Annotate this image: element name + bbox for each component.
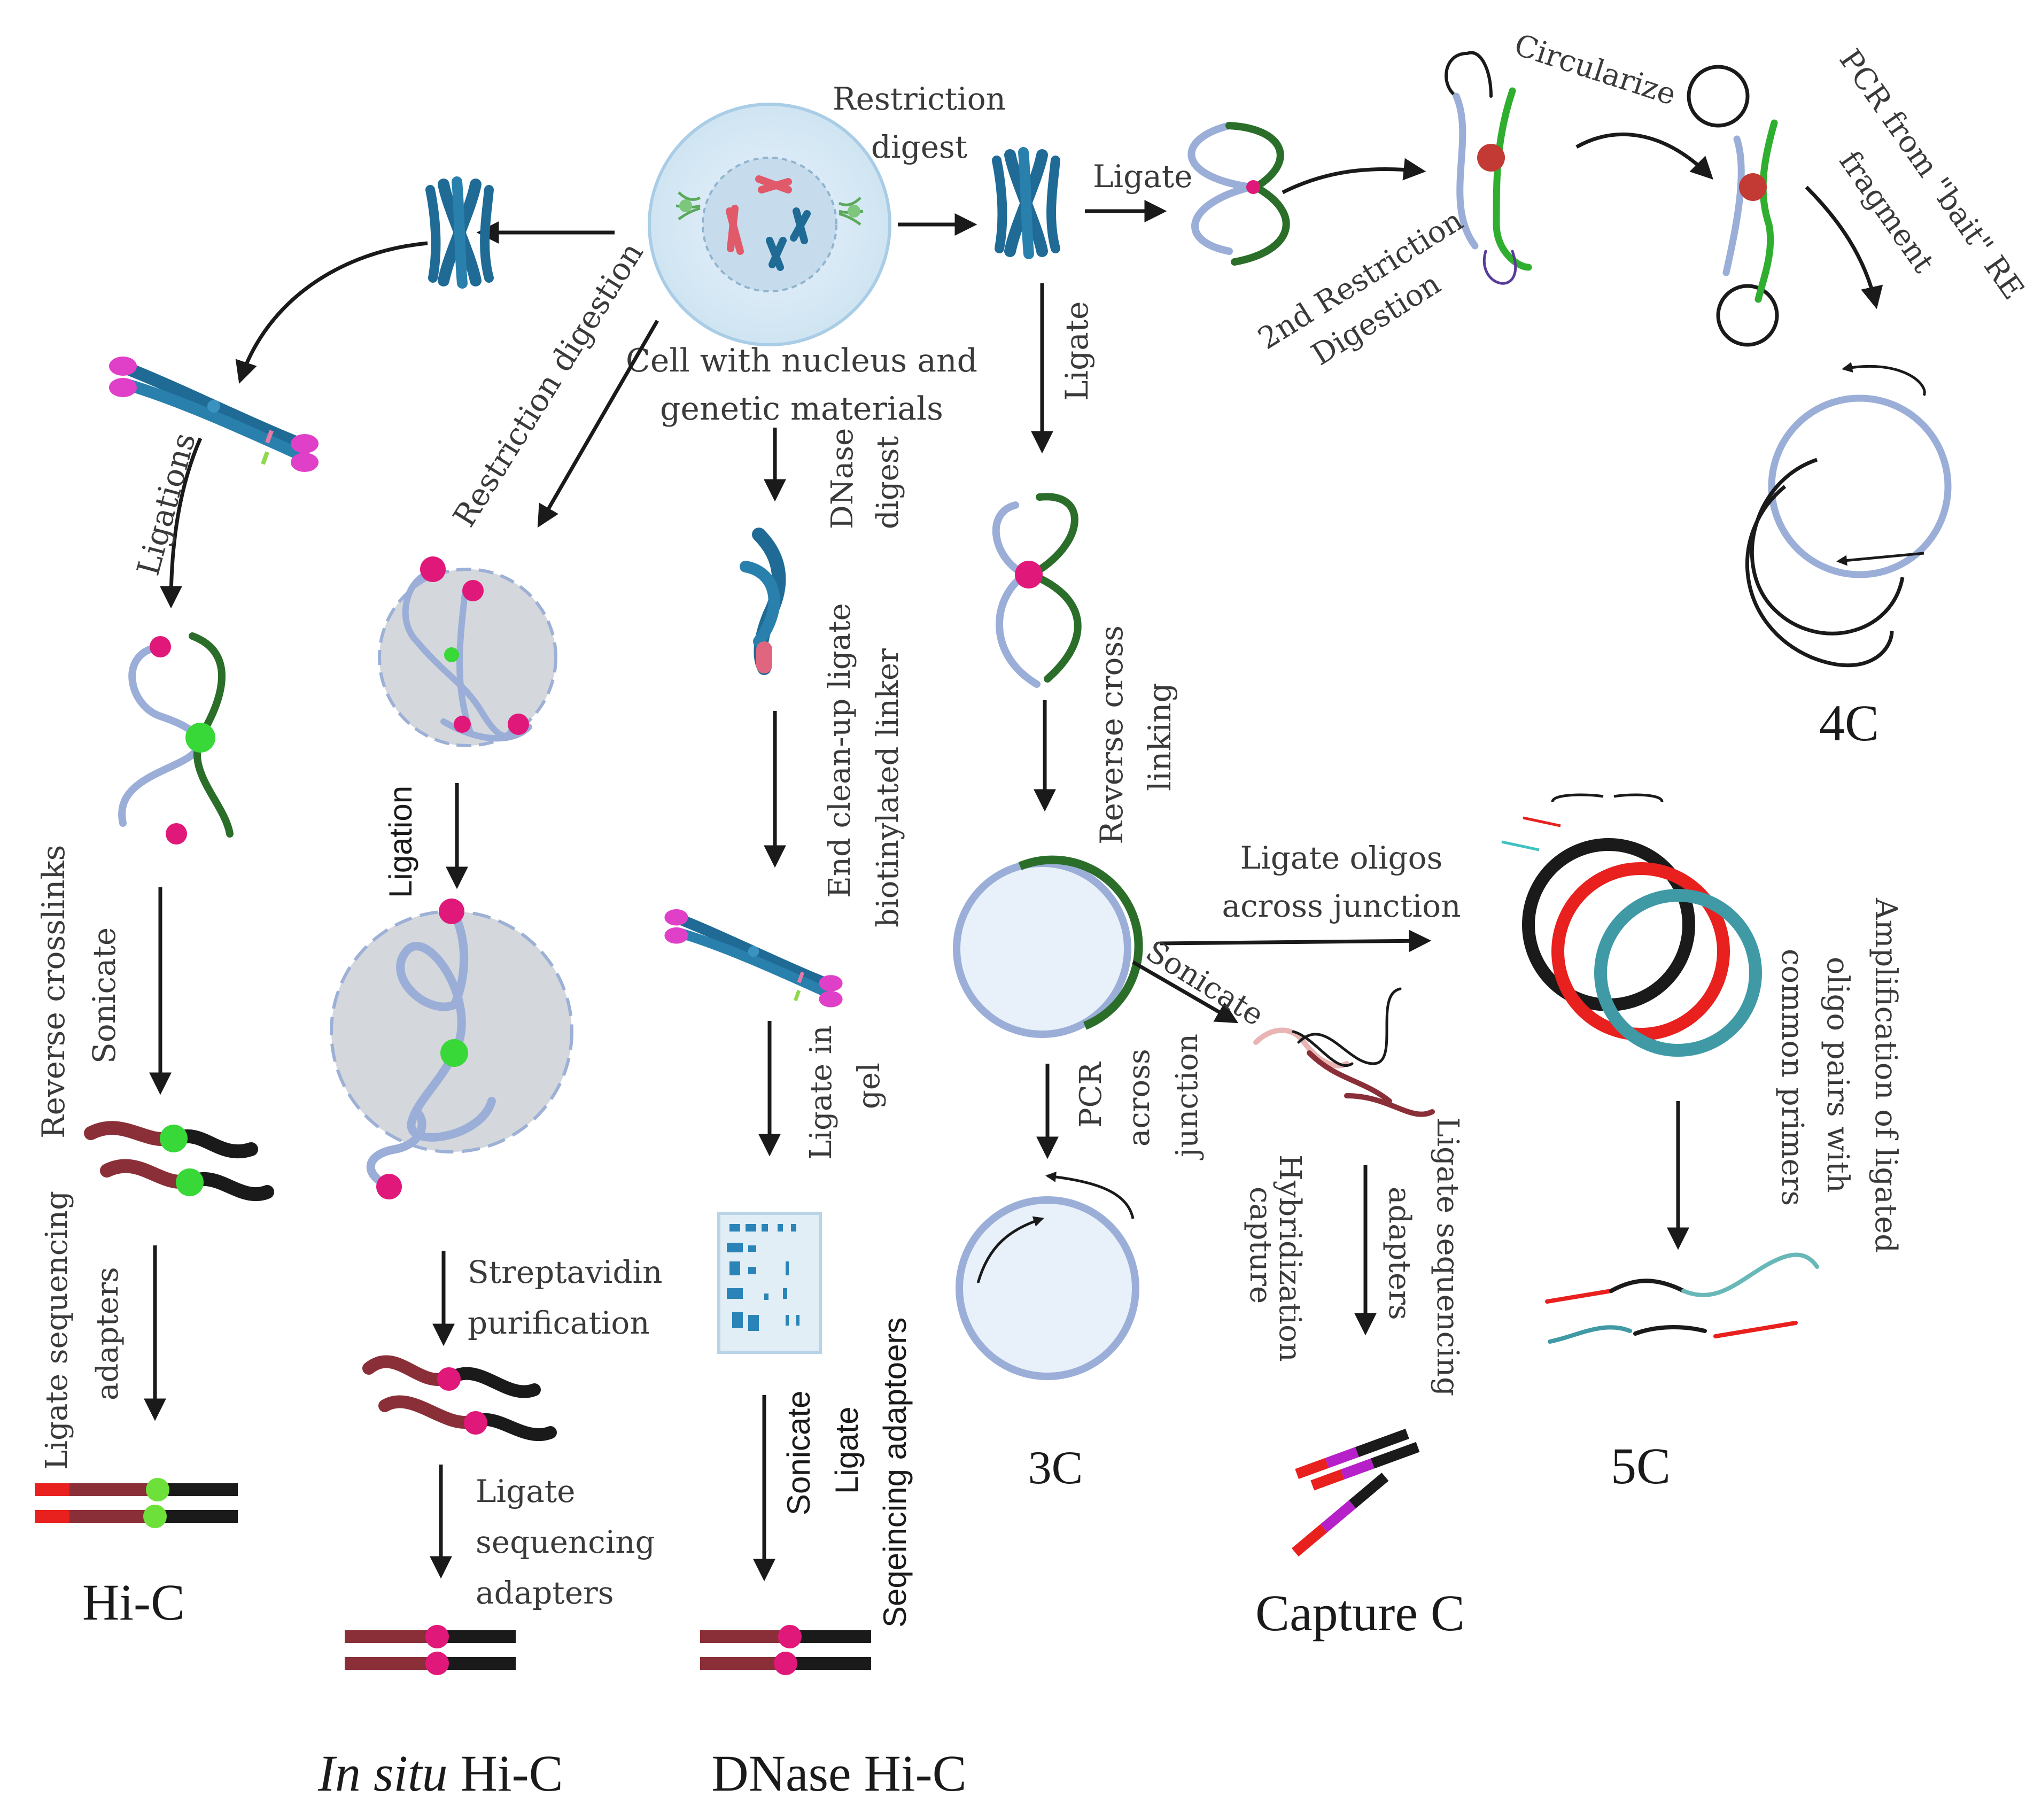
ligate-seq-cap-label-1: Ligate sequencing <box>1430 1117 1465 1396</box>
ligate-seq-cap-label-2: adapters <box>1382 1187 1417 1320</box>
end-cleanup-label-2: biotinylated linker <box>871 648 905 927</box>
method-dnase-hic: DNase Hi-C <box>711 1745 966 1802</box>
ligate-seq-hic-label-2: adapters <box>90 1267 125 1400</box>
sonicate-capture-label: Sonicate <box>1140 934 1270 1033</box>
restriction-digest-label-2: digest <box>871 129 967 165</box>
dnase-ligate-label: Ligate <box>829 1407 865 1494</box>
3c-looped-fragment <box>992 493 1082 688</box>
insitu-fragments <box>362 1355 557 1442</box>
end-cleanup-label-1: End clean-up ligate <box>822 603 857 898</box>
method-4c: 4C <box>1819 694 1879 752</box>
method-3c: 3C <box>1028 1442 1083 1494</box>
restriction-digest-label-1: Restriction <box>833 81 1006 117</box>
sonicate-hic-label: Sonicate <box>86 927 122 1064</box>
ligate-oligos-label-2: across junction <box>1222 888 1461 924</box>
chromosome-left <box>430 182 489 283</box>
reverse-crosslinks-label: Reverse crosslinks <box>35 845 72 1139</box>
hybridization-label-2: capture <box>1243 1187 1278 1304</box>
amplification-label-3: common primers <box>1775 949 1810 1206</box>
streptavidin-label-1: Streptavidin <box>468 1254 662 1290</box>
arrow-restriction-digestion <box>537 320 659 528</box>
circularize-label: Circularize <box>1510 27 1680 112</box>
second-digest-loop <box>1445 51 1532 285</box>
method-insitu: In situ Hi-C <box>317 1745 563 1802</box>
five-c-circles <box>1501 793 1762 1057</box>
cell-label-2: genetic materials <box>660 390 943 428</box>
method-capture-c: Capture C <box>1255 1584 1465 1641</box>
chromosome-hic <box>109 357 319 472</box>
ligate-oligos-label-1: Ligate oligos <box>1240 840 1443 876</box>
pcr-junction-label-2: across <box>1122 1049 1156 1147</box>
dnase-sequencing-reads <box>700 1625 871 1675</box>
dnase-chromosome-ligated <box>664 909 842 1008</box>
ligate-seq-insitu-label-3: adapters <box>476 1575 614 1611</box>
method-hic: Hi-C <box>82 1574 185 1631</box>
reverse-cross-label-2: linking <box>1142 683 1178 791</box>
method-insitu-rest: Hi-C <box>448 1745 563 1802</box>
hic-looped-fragment <box>118 632 234 845</box>
arrow-to-hic <box>235 241 428 384</box>
arrow-sonicate-capture <box>1132 960 1239 1024</box>
pcr-junction-label-3: junction <box>1170 1034 1205 1160</box>
arrow-ligate-oligos <box>1159 930 1432 952</box>
pcr-junction-label-1: PCR <box>1074 1061 1108 1128</box>
arrow-ligations <box>160 437 203 609</box>
gel-image <box>717 1212 822 1354</box>
method-5c: 5C <box>1611 1437 1671 1494</box>
arrow-to-4c <box>1805 185 1883 309</box>
3c-pcr-circle <box>956 1171 1139 1380</box>
four-c-circles <box>1745 362 1952 668</box>
reverse-cross-label-1: Reverse cross <box>1093 625 1130 845</box>
cell-nucleus <box>648 103 891 346</box>
ligations-label: Ligations <box>130 429 203 579</box>
ligation-label: Ligation <box>383 786 418 898</box>
insitu-sequencing-reads <box>345 1625 516 1675</box>
method-insitu-italic: In situ <box>317 1745 448 1802</box>
chromosome-right <box>997 152 1055 254</box>
circularized-fragment <box>1687 65 1779 347</box>
insitu-nucleus-2 <box>330 899 573 1199</box>
streptavidin-label-2: purification <box>468 1305 650 1341</box>
dnase-chromosome-fragment <box>740 528 786 675</box>
capture-reads <box>1291 1428 1420 1556</box>
hybridization-label-1: Hybridization <box>1272 1155 1307 1362</box>
arrow-circularize <box>1575 132 1713 180</box>
ligate-seq-insitu-label-2: sequencing <box>476 1524 655 1560</box>
hic-fragments <box>84 1121 274 1202</box>
ligate-vertical-label: Ligate <box>1059 301 1095 401</box>
five-c-products <box>1545 1252 1819 1344</box>
ligate-seq-hic-label-1: Ligate sequencing <box>40 1191 74 1470</box>
ligate-in-gel-label-1: Ligate in <box>804 1025 839 1160</box>
amplification-label-2: oligo pairs with <box>1820 957 1855 1193</box>
insitu-nucleus-1 <box>378 556 557 747</box>
dnase-label-2: digest <box>871 436 905 529</box>
ligate-top-label: Ligate <box>1093 158 1192 195</box>
ligate-in-gel-label-2: gel <box>852 1063 887 1109</box>
amplification-label-1: Amplification of ligated <box>1868 897 1903 1253</box>
arrow-to-2nd-digest <box>1282 158 1426 195</box>
hic-sequencing-reads <box>35 1478 238 1528</box>
3c-circular-product <box>953 855 1143 1038</box>
ligate-seq-insitu-label-1: Ligate <box>476 1473 575 1509</box>
capture-fragments <box>1253 987 1435 1117</box>
dnase-label-1: DNase <box>825 428 860 529</box>
dnase-adaptors-label: Seqeincing adaptoers <box>877 1318 913 1628</box>
cell-label-1: Cell with nucleus and <box>626 342 977 380</box>
dnase-sonicate-label: Sonicate <box>781 1391 817 1516</box>
ligated-loop-top <box>1187 122 1290 266</box>
